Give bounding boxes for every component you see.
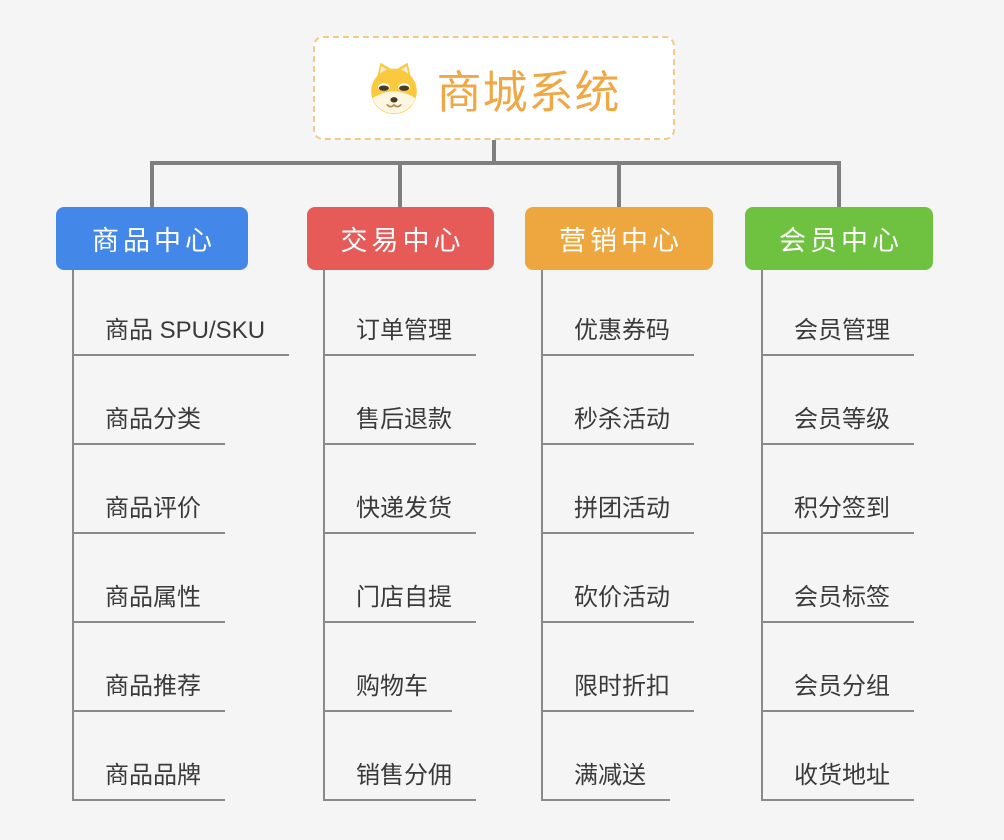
leaf-node[interactable]: 商品推荐 — [72, 672, 225, 712]
leaf-node[interactable]: 积分签到 — [761, 494, 914, 534]
leaf-node[interactable]: 门店自提 — [323, 583, 476, 623]
connector-branch-drop — [617, 163, 621, 207]
leaf-node[interactable]: 售后退款 — [323, 405, 476, 445]
leaf-node[interactable]: 会员等级 — [761, 405, 914, 445]
branch-node-product-center[interactable]: 商品中心 — [56, 207, 248, 270]
leaf-spine — [72, 270, 74, 801]
leaf-node[interactable]: 拼团活动 — [541, 494, 694, 534]
leaf-spine — [541, 270, 543, 801]
branch-node-trade-center[interactable]: 交易中心 — [307, 207, 494, 270]
leaf-node[interactable]: 收货地址 — [761, 761, 914, 801]
leaf-node[interactable]: 会员分组 — [761, 672, 914, 712]
leaf-node[interactable]: 会员标签 — [761, 583, 914, 623]
leaf-spine — [761, 270, 763, 801]
connector-branch-drop — [398, 163, 402, 207]
leaf-node[interactable]: 商品属性 — [72, 583, 225, 623]
leaf-node[interactable]: 快递发货 — [323, 494, 476, 534]
leaf-node[interactable]: 订单管理 — [323, 316, 476, 356]
leaf-node[interactable]: 商品 SPU/SKU — [72, 316, 290, 356]
leaf-node[interactable]: 商品品牌 — [72, 761, 225, 801]
branch-node-marketing-center[interactable]: 营销中心 — [525, 207, 713, 270]
connector-bus — [150, 161, 841, 165]
leaf-node[interactable]: 砍价活动 — [541, 583, 694, 623]
connector-branch-drop — [150, 163, 154, 207]
leaf-node[interactable]: 会员管理 — [761, 316, 914, 356]
connector-branch-drop — [837, 163, 841, 207]
leaf-node[interactable]: 销售分佣 — [323, 761, 476, 801]
root-node-mall-system[interactable]: 商城系统 — [313, 36, 675, 140]
doge-dog-icon — [371, 62, 418, 115]
branch-node-member-center[interactable]: 会员中心 — [745, 207, 933, 270]
leaf-node[interactable]: 优惠券码 — [541, 316, 694, 356]
leaf-node[interactable]: 满减送 — [541, 761, 670, 801]
connector-root-drop — [492, 138, 496, 163]
leaf-node[interactable]: 秒杀活动 — [541, 405, 694, 445]
leaf-node[interactable]: 商品评价 — [72, 494, 225, 534]
leaf-node[interactable]: 限时折扣 — [541, 672, 694, 712]
root-label: 商城系统 — [436, 66, 621, 118]
leaf-spine — [323, 270, 325, 801]
leaf-node[interactable]: 商品分类 — [72, 405, 225, 445]
leaf-node[interactable]: 购物车 — [323, 672, 452, 712]
